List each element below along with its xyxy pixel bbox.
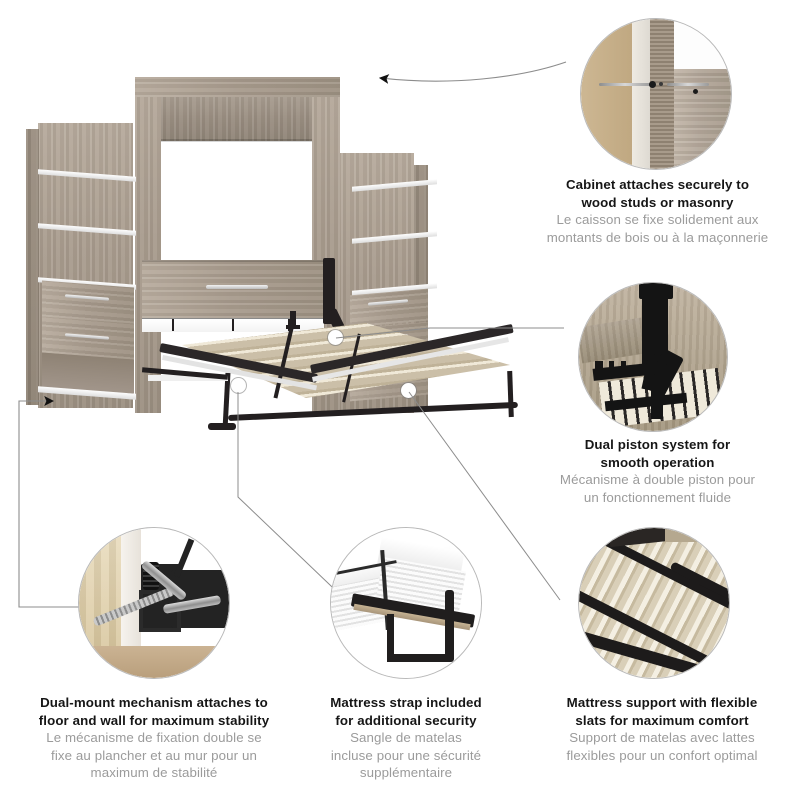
mattress-strap-caption: Mattress strap included for additional s… <box>292 694 520 782</box>
dual-mount-caption: Dual-mount mechanism attaches to floor a… <box>8 694 300 782</box>
caption-fr-line: maximum de stabilité <box>90 765 218 780</box>
dual-mount-hardware-render <box>79 528 229 678</box>
caption-fr-line: Le mécanisme de fixation double se <box>46 730 262 745</box>
dual-piston-mechanism-photo <box>579 283 727 431</box>
marker-dot-strap <box>231 378 246 393</box>
caption-fr-line: supplémentaire <box>359 765 453 780</box>
cabinet-left-stile <box>135 77 161 413</box>
caption-fr-line: Support de matelas avec lattes <box>569 730 755 745</box>
bed-headboard-panel <box>142 260 324 318</box>
caption-fr-line: Le caisson se fixe solidement aux <box>556 212 759 227</box>
caption-en-line: floor and wall for maximum stability <box>38 712 270 728</box>
bed-leg-foot-left <box>208 423 236 430</box>
cabinet-inner-shadow <box>161 139 312 142</box>
caption-en-line: slats for maximum comfort <box>575 712 749 728</box>
caption-en-line: smooth operation <box>600 454 715 470</box>
piston-small-bracket <box>290 311 296 327</box>
bed-floor-shadow <box>148 375 228 381</box>
caption-fr-line: un fonctionnement fluide <box>583 489 732 505</box>
flexible-slats-caption: Mattress support with flexible slats for… <box>528 694 796 764</box>
piston-arm-vertical <box>323 258 335 324</box>
caption-en-line: Dual piston system for <box>584 437 731 452</box>
caption-fr-line: incluse pour une sécurité <box>330 747 482 763</box>
caption-en-line: for additional security <box>335 712 477 728</box>
dual-piston-circle <box>578 282 728 432</box>
caption-fr-line: montants de bois ou à la maçonnerie <box>546 229 769 245</box>
headboard-handle <box>206 285 268 289</box>
cabinet-top-rail <box>135 77 340 97</box>
flexible-slats-photo <box>579 528 729 678</box>
cabinet-inner-back <box>161 97 312 141</box>
caption-en-line: Mattress support with flexible <box>566 695 758 710</box>
cabinet-attach-caption: Cabinet attaches securely to wood studs … <box>520 176 795 246</box>
marker-dot-piston <box>328 330 343 345</box>
flexible-slats-circle <box>578 527 730 679</box>
headboard-bracket-mid <box>232 319 234 331</box>
cabinet-attach-circle <box>580 18 732 170</box>
caption-fr-line: Sangle de matelas <box>350 730 462 745</box>
mattress-strap-photo <box>331 528 481 678</box>
caption-en-line: Cabinet attaches securely to <box>565 177 750 192</box>
headboard-top-edge <box>142 260 324 262</box>
mattress-strap-circle <box>330 527 482 679</box>
wall-studs-screws-photo <box>581 19 731 169</box>
marker-dot-slats <box>401 383 416 398</box>
caption-en-line: Dual-mount mechanism attaches to <box>40 695 268 710</box>
dual-piston-caption: Dual piston system for smooth operation … <box>520 436 795 506</box>
dual-mount-circle <box>78 527 230 679</box>
caption-en-line: Mattress strap included <box>330 695 482 710</box>
caption-fr-line: fixe au plancher et au mur pour un <box>51 747 257 763</box>
caption-fr-line: flexibles pour un confort optimal <box>566 747 758 763</box>
left-tower-side <box>26 129 39 405</box>
caption-fr-line: Mécanisme à double piston pour <box>559 472 756 487</box>
product-illustration <box>20 55 520 465</box>
headboard-bracket-left <box>172 319 174 331</box>
caption-en-line: wood studs or masonry <box>581 194 734 210</box>
cabinet-opening <box>161 142 312 260</box>
